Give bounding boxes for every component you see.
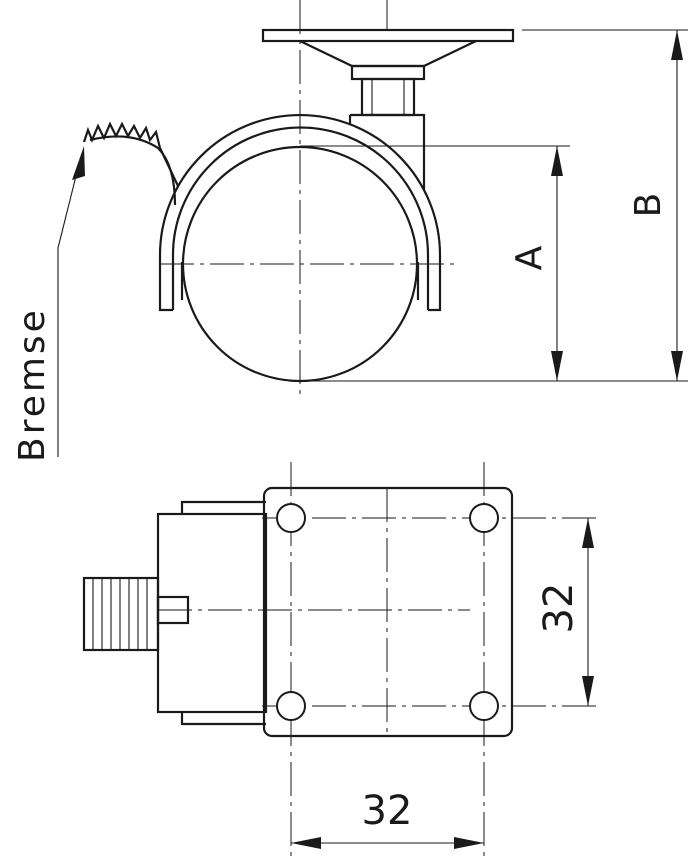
dimension-a-label: A (509, 245, 550, 270)
dimension-a: A (300, 145, 688, 382)
dimension-b: B (522, 29, 688, 381)
side-centerlines (160, 0, 458, 395)
bolt-hole (469, 503, 499, 533)
brake-knob (82, 576, 190, 652)
brake-arrowhead (72, 146, 85, 180)
brake-label: Bremse (12, 307, 53, 462)
swivel-stem (348, 77, 426, 190)
mounting-plate (261, 28, 515, 81)
dimension-b-label: B (628, 193, 669, 218)
top-view: 32 32 (82, 462, 600, 856)
brake-callout: Bremse (12, 146, 85, 462)
bolt-hole (276, 503, 306, 533)
dimension-horizontal-32: 32 (291, 788, 484, 849)
dimension-vertical-label: 32 (536, 583, 582, 634)
bolt-holes (276, 503, 499, 721)
top-housing (156, 500, 268, 726)
bolt-hole (276, 691, 306, 721)
side-view: Bremse A B (12, 0, 688, 462)
square-plate (262, 486, 514, 738)
brake-lever (82, 121, 179, 206)
dimension-vertical-32: 32 (536, 518, 594, 706)
dimension-horizontal-label: 32 (362, 788, 413, 834)
bolt-hole (469, 691, 499, 721)
